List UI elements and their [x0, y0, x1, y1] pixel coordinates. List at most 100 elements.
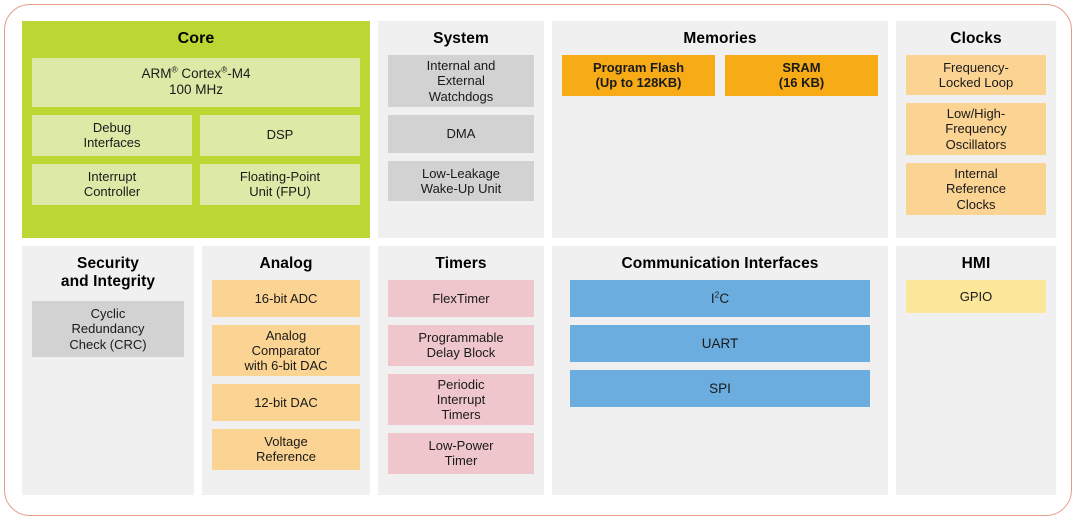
flash-line-1: Program Flash — [592, 60, 685, 76]
fpu-line-2: Unit (FPU) — [249, 184, 311, 200]
wdg-line-3: Watchdogs — [428, 88, 494, 104]
wdg-line-2: External — [437, 73, 485, 89]
vref-line-2: Reference — [256, 449, 316, 465]
panel-system: System Internal and External Watchdogs D… — [378, 21, 544, 238]
diagram-frame: Core ARM® Cortex®-M4 100 MHz Debug Inter… — [4, 4, 1072, 516]
cmp-line-1: Analog — [265, 327, 307, 343]
debug-line-2: Interfaces — [83, 135, 141, 151]
block-dma[interactable]: DMA — [388, 114, 534, 153]
osc-line-2: Frequency — [945, 121, 1007, 137]
cmp-line-3: with 6-bit DAC — [244, 358, 328, 374]
panel-title-clocks: Clocks — [950, 30, 1002, 47]
block-frequency-locked-loop[interactable]: Frequency- Locked Loop — [906, 54, 1046, 95]
panel-core: Core ARM® Cortex®-M4 100 MHz Debug Inter… — [22, 21, 370, 238]
adc-label: 16-bit ADC — [254, 290, 318, 306]
block-diagram-grid: Core ARM® Cortex®-M4 100 MHz Debug Inter… — [22, 21, 1056, 495]
panel-security-and-integrity: Security and Integrity Cyclic Redundancy… — [22, 246, 194, 495]
osc-line-3: Oscillators — [945, 136, 1007, 152]
nvic-line-2: Controller — [83, 184, 141, 200]
irc-line-1: Internal — [954, 166, 998, 182]
crc-line-3: Check (CRC) — [69, 336, 147, 352]
irc-line-3: Clocks — [956, 196, 996, 212]
registered-icon: ® — [221, 64, 228, 75]
dma-label: DMA — [446, 126, 476, 142]
gpio-label: GPIO — [959, 288, 993, 304]
memories-row: Program Flash (Up to 128KB) SRAM (16 KB) — [562, 54, 878, 96]
pit-line-3: Timers — [441, 407, 481, 423]
debug-line-1: Debug — [92, 119, 132, 135]
block-program-flash[interactable]: Program Flash (Up to 128KB) — [562, 54, 715, 96]
panel-title-hmi: HMI — [961, 255, 991, 272]
panel-title-system: System — [433, 30, 489, 47]
crc-line-1: Cyclic — [90, 306, 126, 322]
cpu-arm-label: ARM — [141, 66, 172, 82]
block-low-power-timer[interactable]: Low-Power Timer — [388, 432, 534, 474]
fll-line-2: Locked Loop — [938, 74, 1014, 90]
irc-line-2: Reference — [946, 181, 1006, 197]
block-debug-interfaces[interactable]: Debug Interfaces — [32, 114, 192, 156]
block-interrupt-controller[interactable]: Interrupt Controller — [32, 163, 192, 205]
timers-blocks: FlexTimer Programmable Delay Block Perio… — [378, 279, 544, 474]
block-uart[interactable]: UART — [570, 324, 870, 362]
lptmr-line-2: Timer — [444, 453, 478, 469]
i2c-label: I2C — [711, 290, 730, 307]
panel-memories: Memories Program Flash (Up to 128KB) SRA… — [552, 21, 888, 238]
cmp-line-2: Comparator — [251, 342, 321, 358]
block-spi[interactable]: SPI — [570, 369, 870, 407]
fpu-line-1: Floating-Point — [239, 168, 321, 184]
sram-line-2: (16 KB) — [778, 75, 825, 91]
block-16bit-adc[interactable]: 16-bit ADC — [212, 279, 360, 317]
panel-title-timers: Timers — [435, 255, 487, 272]
pit-line-2: Interrupt — [436, 391, 486, 407]
uart-label: UART — [701, 335, 739, 351]
panel-clocks: Clocks Frequency- Locked Loop Low/High- … — [896, 21, 1056, 238]
system-blocks: Internal and External Watchdogs DMA Low-… — [378, 54, 544, 201]
panel-title-memories: Memories — [683, 30, 757, 47]
panel-communication-interfaces: Communication Interfaces I2C UART SPI — [552, 246, 888, 495]
pdb-line-2: Delay Block — [426, 345, 496, 361]
block-sram[interactable]: SRAM (16 KB) — [725, 54, 878, 96]
cpu-frequency-label: 100 MHz — [168, 82, 223, 98]
panel-title-analog: Analog — [259, 255, 313, 272]
block-watchdogs[interactable]: Internal and External Watchdogs — [388, 54, 534, 107]
registered-icon: ® — [171, 64, 178, 75]
wdg-line-1: Internal and — [426, 58, 496, 74]
osc-line-1: Low/High- — [946, 106, 1006, 122]
block-12bit-dac[interactable]: 12-bit DAC — [212, 383, 360, 421]
block-voltage-reference[interactable]: Voltage Reference — [212, 428, 360, 470]
block-oscillators[interactable]: Low/High- Frequency Oscillators — [906, 102, 1046, 155]
block-low-leakage-wakeup-unit[interactable]: Low-Leakage Wake-Up Unit — [388, 160, 534, 201]
block-dsp[interactable]: DSP — [200, 114, 360, 156]
block-internal-reference-clocks[interactable]: Internal Reference Clocks — [906, 162, 1046, 215]
sram-line-1: SRAM — [782, 60, 821, 76]
block-i2c[interactable]: I2C — [570, 279, 870, 317]
comm-blocks: I2C UART SPI — [552, 279, 888, 407]
vref-line-1: Voltage — [264, 434, 308, 450]
memories-blocks: Program Flash (Up to 128KB) SRAM (16 KB) — [552, 54, 888, 96]
pdb-line-1: Programmable — [418, 330, 504, 346]
dac-label: 12-bit DAC — [254, 394, 318, 410]
block-analog-comparator[interactable]: Analog Comparator with 6-bit DAC — [212, 324, 360, 376]
llwu-line-2: Wake-Up Unit — [420, 180, 502, 196]
block-programmable-delay-block[interactable]: Programmable Delay Block — [388, 324, 534, 366]
block-flextimer[interactable]: FlexTimer — [388, 279, 534, 317]
block-periodic-interrupt-timers[interactable]: Periodic Interrupt Timers — [388, 373, 534, 425]
panel-hmi: HMI GPIO — [896, 246, 1056, 495]
core-row-2: Interrupt Controller Floating-Point Unit… — [32, 163, 360, 205]
core-blocks: ARM® Cortex®-M4 100 MHz Debug Interfaces… — [22, 57, 370, 205]
i2c-suffix: C — [719, 290, 730, 306]
panel-title-security: Security and Integrity — [22, 246, 194, 301]
panel-title-core: Core — [177, 30, 215, 47]
panel-timers: Timers FlexTimer Programmable Delay Bloc… — [378, 246, 544, 495]
panel-title-communication: Communication Interfaces — [621, 255, 819, 272]
clocks-blocks: Frequency- Locked Loop Low/High- Frequen… — [896, 54, 1056, 215]
security-title-line-1: Security — [77, 255, 139, 272]
block-floating-point-unit[interactable]: Floating-Point Unit (FPU) — [200, 163, 360, 205]
block-gpio[interactable]: GPIO — [906, 279, 1046, 313]
block-arm-cortex-m4[interactable]: ARM® Cortex®-M4 100 MHz — [32, 57, 360, 107]
pit-line-1: Periodic — [437, 376, 485, 392]
cpu-m4-label: -M4 — [227, 66, 251, 82]
block-cyclic-redundancy-check[interactable]: Cyclic Redundancy Check (CRC) — [32, 300, 184, 357]
analog-blocks: 16-bit ADC Analog Comparator with 6-bit … — [202, 279, 370, 470]
flextimer-label: FlexTimer — [432, 290, 490, 306]
